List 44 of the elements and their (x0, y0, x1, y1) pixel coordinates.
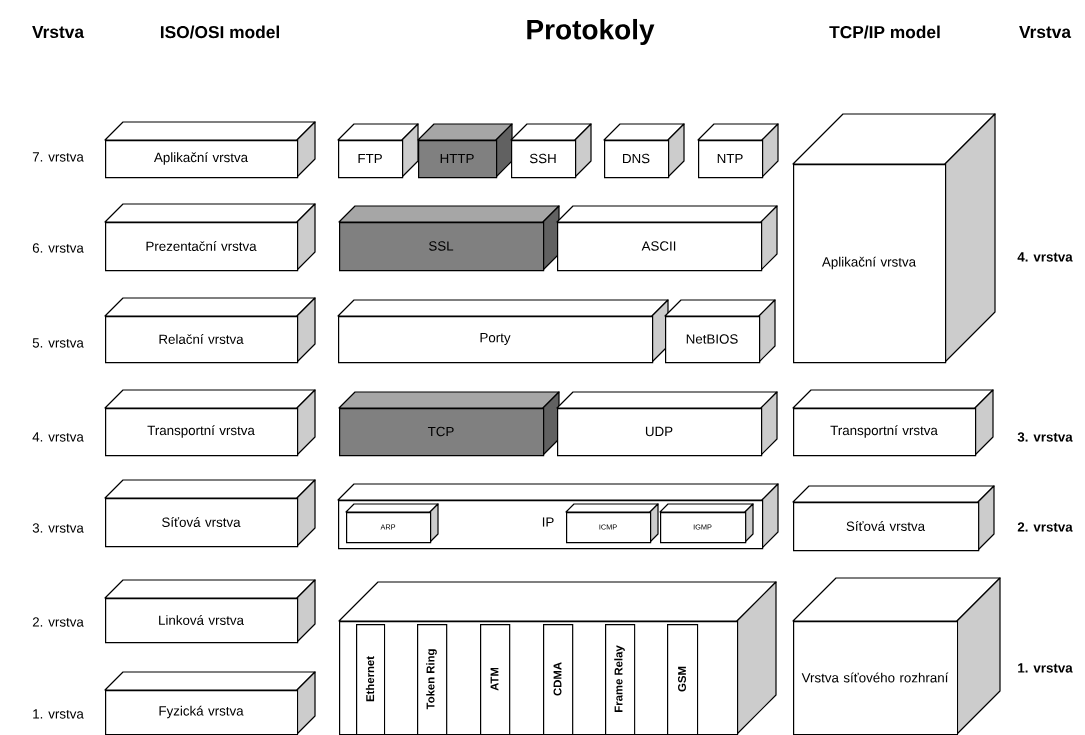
layer-box: Fyzická vrstva (104, 671, 316, 735)
layer-box: Vrstva síťového rozhraní (792, 577, 1001, 735)
layer-number: 6. vrstva (32, 243, 84, 253)
protocol-box: TCP (338, 391, 560, 457)
protocol-box: NTP (697, 123, 779, 179)
protocol-box: Porty (337, 299, 669, 364)
layer-box: Síťová vrstva (104, 479, 316, 548)
layer-number: 5. vrstva (32, 338, 84, 348)
layer-number: 4. vrstva (1017, 252, 1073, 262)
column-header: Vrstva (32, 25, 85, 39)
layer-number: 1. vrstva (1018, 663, 1073, 673)
layer-number: 3. vrstva (1017, 432, 1073, 442)
layer-box: Linková vrstva (104, 579, 316, 644)
protocol-box: DNS (603, 123, 685, 179)
protocol-box: UDP (556, 391, 778, 457)
layer-number: 1. vrstva (33, 709, 84, 719)
column-header: TCP/IP model (829, 25, 940, 39)
column-header: Vrstva (1019, 25, 1072, 39)
protocol-box: SSH (510, 123, 592, 179)
protocol-box: Token Ring (417, 624, 448, 735)
layer-box: Prezentační vrstva (104, 203, 316, 272)
layer-box: Transportní vrstva (792, 389, 994, 457)
protocol-box: GSM (667, 624, 699, 735)
layer-number: 2. vrstva (1017, 522, 1073, 532)
protocol-box: Ethernet (356, 624, 386, 735)
protocol-box: SSL (338, 205, 560, 272)
layer-box: Síťová vrstva (792, 485, 995, 552)
layer-number: 7. vrstva (32, 152, 84, 162)
layer-number: 3. vrstva (32, 523, 84, 533)
protocol-box: HTTP (417, 123, 513, 179)
column-header: ISO/OSI model (160, 25, 279, 39)
protocol-box: ASCII (556, 205, 778, 272)
protocol-box: ATM (480, 624, 511, 735)
layer-box: Transportní vrstva (104, 389, 316, 457)
protocol-box: Frame Relay (605, 624, 636, 735)
protocol-box: NetBIOS (664, 299, 776, 364)
layer-box: Aplikační vrstva (104, 121, 316, 179)
layer-box: Aplikační vrstva (792, 113, 996, 364)
layer-number: 4. vrstva (32, 432, 84, 442)
title: Protokoly (527, 18, 655, 46)
protocol-box: FTP (337, 123, 419, 179)
layer-box: Relační vrstva (104, 297, 316, 364)
protocol-box: CDMA (543, 624, 574, 735)
layer-number: 2. vrstva (32, 617, 84, 627)
